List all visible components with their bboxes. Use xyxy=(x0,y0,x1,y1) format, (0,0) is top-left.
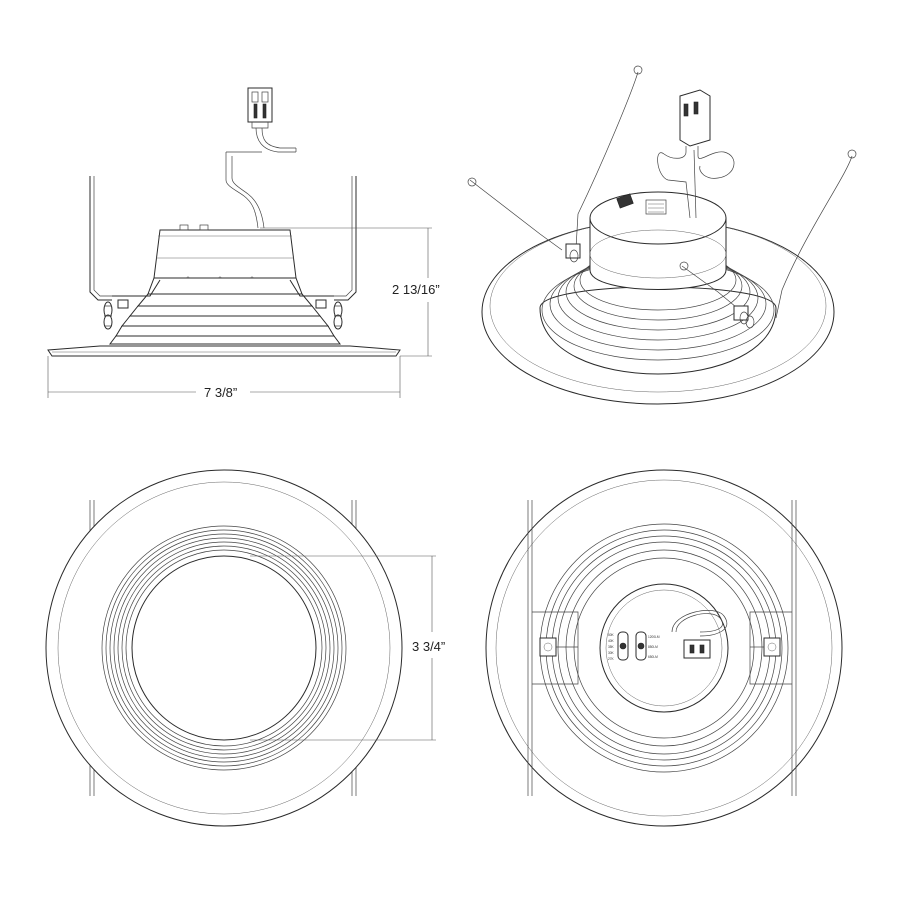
back-trim-inner-edge xyxy=(495,479,833,817)
lumen-label-2: 850LM xyxy=(648,645,658,649)
back-wire-connector xyxy=(671,610,728,659)
side-elevation-view: 2 13/16” 7 3/8” xyxy=(47,87,440,400)
mounting-bracket-left xyxy=(89,176,161,330)
width-dimension-label: 7 3/8” xyxy=(204,385,237,400)
iso-wire-connector xyxy=(657,89,735,219)
isometric-view xyxy=(467,65,857,405)
cct-label-1: 50K xyxy=(608,633,615,637)
iso-mounting-springs xyxy=(467,65,857,329)
lumen-label-3: 650LM xyxy=(648,655,658,659)
iso-driver-housing xyxy=(589,191,727,290)
front-trim-inner-edge xyxy=(57,481,391,815)
aperture-dimension: 3 3/4” xyxy=(250,555,445,741)
aperture-dimension-label: 3 3/4” xyxy=(412,639,445,654)
trim-flange xyxy=(47,345,401,357)
height-dimension-label: 2 13/16” xyxy=(392,282,440,297)
mounting-bracket-right xyxy=(289,176,357,330)
lumen-label-1: 1200LM xyxy=(648,635,660,639)
cct-label-5: 27K xyxy=(608,657,615,661)
width-dimension: 7 3/8” xyxy=(47,356,401,400)
front-baffle-rings xyxy=(101,525,347,771)
cct-label-3: 35K xyxy=(608,645,615,649)
back-driver-view: 50K 40K 35K 30K 27K 1200LM 850LM 650LM xyxy=(485,469,843,827)
front-lens xyxy=(131,555,317,741)
height-dimension: 2 13/16” xyxy=(260,227,440,357)
cct-label-4: 30K xyxy=(608,651,615,655)
lead-wires xyxy=(225,127,297,229)
cct-label-2: 40K xyxy=(608,639,615,643)
lumen-selector-switch: 1200LM 850LM 650LM xyxy=(635,631,660,661)
stepped-reflector-body xyxy=(109,277,341,345)
cct-selector-switch: 50K 40K 35K 30K 27K xyxy=(608,631,629,661)
wire-connector xyxy=(247,87,273,129)
front-trim-view: 3 3/4” xyxy=(45,469,445,827)
back-mounting-brackets xyxy=(527,500,797,796)
back-driver-cap xyxy=(599,583,729,713)
driver-housing xyxy=(153,224,297,280)
